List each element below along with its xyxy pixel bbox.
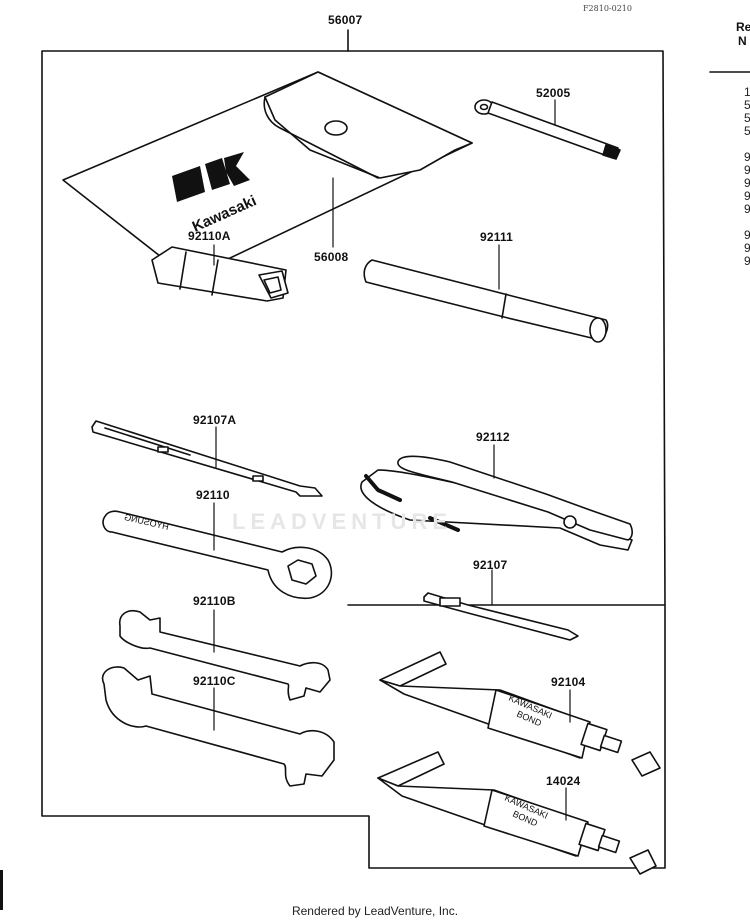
label-92111: 92111 <box>480 230 514 244</box>
pliers-92112 <box>360 444 633 551</box>
handle-bar-92111 <box>363 244 609 343</box>
label-92104: 92104 <box>551 675 586 689</box>
label-56008: 56008 <box>314 250 349 264</box>
label-92110b: 92110B <box>193 594 236 608</box>
label-92112: 92112 <box>476 430 510 444</box>
kawasaki-logo <box>172 152 250 202</box>
label-92110c: 92110C <box>193 674 236 688</box>
side-number: 9 <box>744 163 750 177</box>
tool-case: Kawasaki <box>62 71 473 279</box>
screwdriver-92107a <box>91 420 323 497</box>
bond-tube-92104: KAWASAKI BOND <box>379 651 661 777</box>
footer: Rendered by LeadVenture, Inc. <box>291 904 459 918</box>
figure-ref: F2810-0210 <box>583 4 632 13</box>
label-14024: 14024 <box>546 774 581 788</box>
box-wrench-92110a <box>151 244 289 302</box>
bond-tube-14024: KAWASAKI BOND <box>377 751 657 875</box>
label-52005: 52005 <box>536 86 571 100</box>
side-number: 9 <box>744 189 750 203</box>
spark-plug-handle <box>474 99 621 160</box>
side-number: 9 <box>744 241 750 255</box>
label-92110a: 92110A <box>188 229 231 243</box>
side-number: 9 <box>744 202 750 216</box>
side-number: 9 <box>744 228 750 242</box>
assembly-frame <box>41 50 666 869</box>
side-number: 9 <box>744 176 750 190</box>
label-92110: 92110 <box>196 488 230 502</box>
side-number: 5 <box>744 98 750 112</box>
side-number: 9 <box>744 150 750 164</box>
wrench-92110b <box>118 609 331 701</box>
side-number: 5 <box>744 111 750 125</box>
header-partial-1: Re <box>736 20 750 34</box>
label-56007: 56007 <box>328 13 363 27</box>
edge-mark <box>0 870 3 910</box>
header-partial-2: N <box>738 34 747 48</box>
label-92107a: 92107A <box>193 413 237 427</box>
watermark: LEADVENTURE <box>232 509 453 534</box>
wrench-92110c <box>101 666 335 787</box>
side-number: 9 <box>744 254 750 268</box>
side-number: 1 <box>744 85 750 99</box>
label-92107: 92107 <box>473 558 508 572</box>
side-number: 5 <box>744 124 750 138</box>
screwdriver-92107 <box>423 569 579 641</box>
